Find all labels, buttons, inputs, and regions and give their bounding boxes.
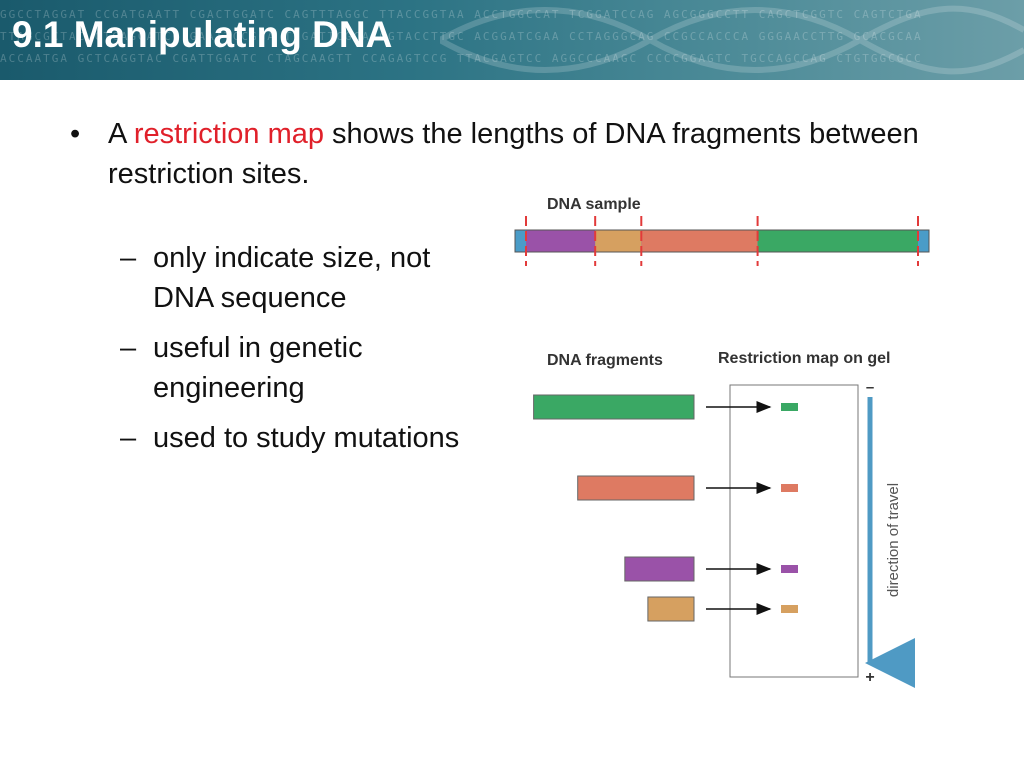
gel-band-green [781,403,798,411]
bullet-suffix: shows the lengths of DNA fragments betwe… [108,118,919,190]
sub-bullet-text: used to study mutations [153,422,460,454]
fragment-salmon [577,475,695,501]
sample-segment-salmon [641,230,758,252]
sample-segment-purple [526,230,596,252]
sub-bullet-marker: – [120,422,137,454]
gel-band-purple [781,565,798,573]
dna-sequence-line: GGCCTAGGAT CCGATGAATT CGACTGGATC CAGTTTA… [0,8,923,21]
fragment-purple [624,556,695,582]
dna-fragments [533,394,798,622]
dna-sequence-line: TTAGCGCTAC GTCAGGATCC GAATTCCGGA TCGATTC… [0,30,923,43]
fragment-green [533,394,695,420]
gel-label: Restriction map on gel [718,350,890,367]
slide-title: 9.1 Manipulating DNA [12,14,393,55]
sub-bullet-text: useful in genetic engineering [153,332,363,404]
sample-outline [514,229,930,253]
dna-sample-strand [514,216,930,266]
restriction-map-figure: DNA sample DNA fragments Restriction map… [514,196,930,688]
gel-box [729,384,859,678]
gel-band-tan [781,605,798,613]
main-bullet-text: A restriction map shows the lengths of D… [108,114,948,194]
dna-sequence-line: ACCAATGA GCTCAGGTAC CGATTGGATC CTAGCAAGT… [0,52,923,65]
gel-minus-label: – [866,379,874,396]
sample-segment-tan [595,230,642,252]
fragment-tan [647,596,695,622]
dna-sample-label: DNA sample [547,196,641,213]
sub-bullet-marker: – [120,242,137,274]
dna-fragments-label: DNA fragments [547,352,663,369]
highlight-term: restriction map [133,118,324,150]
title-banner: GGCCTAGGAT CCGATGAATT CGACTGGATC CAGTTTA… [0,0,1024,80]
direction-of-travel-label: direction of travel [885,483,902,597]
bullet-marker: • [70,118,81,150]
bullet-prefix: A [108,118,134,150]
sub-bullet-marker: – [120,332,137,364]
gel-plus-label: + [865,669,874,686]
sample-segment-green [757,230,918,252]
gel-band-salmon [781,484,798,492]
sub-bullet-text: only indicate size, not DNA sequence [153,242,431,314]
dna-helix-graphic [440,5,1024,75]
